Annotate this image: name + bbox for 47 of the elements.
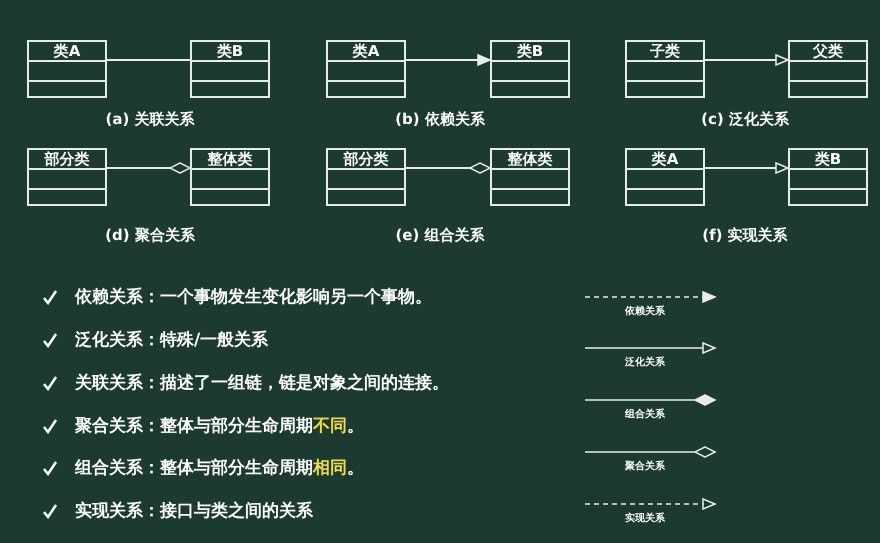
- class-box: [490, 40, 570, 98]
- caption: (e) 组合关系: [395, 226, 485, 245]
- bullet-text: 实现关系：接口与类之间的关系: [75, 500, 313, 522]
- class-name: 父类: [812, 42, 844, 61]
- class-box: [190, 40, 270, 98]
- bullet-text: 组合关系：整体与部分生命周期相同。: [75, 457, 364, 479]
- bullet-text: 泛化关系：特殊/一般关系: [75, 329, 268, 351]
- legend-text: 泛化关系: [625, 356, 665, 369]
- class-name: 类B: [216, 42, 244, 61]
- legend-text: 组合关系: [625, 408, 665, 421]
- class-box: [625, 148, 705, 206]
- class-box: [788, 148, 868, 206]
- caption: (f) 实现关系: [702, 226, 788, 245]
- legend-text: 聚合关系: [625, 460, 665, 473]
- legend-text: 实现关系: [625, 511, 665, 525]
- connector-line: [107, 59, 190, 61]
- class-name: 类B: [516, 42, 544, 61]
- bullet-text: 依赖关系：一个事物发生变化影响另一个事物。: [75, 286, 432, 308]
- class-box: [27, 40, 107, 98]
- caption: (c) 泛化关系: [701, 110, 789, 129]
- class-name: 类B: [814, 150, 842, 169]
- class-name: 类A: [650, 150, 680, 169]
- class-name: 整体类: [206, 150, 254, 169]
- diamond-connector: [107, 162, 191, 174]
- class-box: [625, 40, 705, 98]
- class-name: 子类: [649, 42, 681, 61]
- bullet-text: 聚合关系：整体与部分生命周期不同。: [75, 415, 364, 437]
- class-box: [788, 40, 868, 98]
- class-box: [27, 148, 107, 206]
- caption: (d) 聚合关系: [105, 226, 195, 245]
- arrow: [705, 162, 789, 174]
- class-name: 部分类: [342, 150, 390, 169]
- caption: (b) 依赖关系: [395, 110, 485, 129]
- class-box: [490, 148, 570, 206]
- class-name: 整体类: [506, 150, 554, 169]
- class-box: [326, 40, 406, 98]
- class-name: 部分类: [43, 150, 90, 169]
- bullet-text: 关联关系：描述了一组链，链是对象之间的连接。: [75, 372, 449, 394]
- class-box: [190, 148, 270, 206]
- diamond-connector: [406, 162, 491, 174]
- arrow: [705, 54, 789, 66]
- arrow: [406, 54, 491, 66]
- caption: (a) 关联关系: [105, 110, 195, 129]
- class-box: [326, 148, 406, 206]
- class-name: 类A: [52, 42, 82, 61]
- class-name: 类A: [351, 42, 380, 61]
- legend-text: 依赖关系: [625, 304, 665, 318]
